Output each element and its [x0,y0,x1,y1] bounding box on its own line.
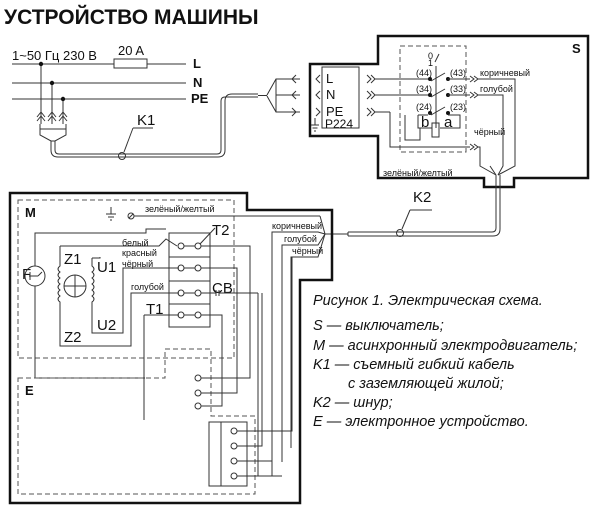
motor-block: M зелёный/желтый T2 T1 CB [17,199,320,476]
capacitor-label: CB [212,280,233,297]
contact-33: (33) [450,84,466,94]
switch-block: S L N PE P224 [308,34,590,189]
caption: Рисунок 1. Электрическая схема. S — выкл… [313,293,577,430]
caption-heading: Рисунок 1. Электрическая схема. [313,293,543,309]
legend-k2: K2 — шнур; [313,395,393,411]
switch-wire-blue: голубой [480,84,513,94]
ground-icon [311,118,319,132]
cable-k2: K2 [325,187,501,237]
coil-b: b [421,114,429,131]
fuse-rating: 20 A [118,43,144,58]
supply-lines: 1~50 Гц 230 В 20 A L N PE [12,43,209,142]
legend-k1: K1 — съемный гибкий кабель [313,357,515,373]
cable-k2-label: K2 [413,189,431,206]
terminal-t1: T1 [146,301,164,318]
cable-k2-marker [396,229,404,237]
k2-wire-brown: коричневый [272,221,322,231]
legend-m: M — асинхронный электродвигатель; [313,338,577,354]
contact-44: (44) [416,68,432,78]
motor-ground-wire: зелёный/желтый [145,204,215,214]
terminal-p224: P224 [325,117,353,131]
page-title: УСТРОЙСТВО МАШИНЫ [4,5,259,29]
winding-u2: U2 [97,317,116,334]
electronic-terminal-block [208,421,248,487]
line-pe: PE [191,91,209,106]
supply-spec: 1~50 Гц 230 В [12,48,97,63]
switch-mechanism-area [399,45,467,153]
legend-e: E — электронное устройство. [313,414,529,430]
contact-43: (43) [450,68,466,78]
thermal-protector-label: F [22,266,31,283]
motor-terminal-block [168,232,211,328]
terminal-screws [177,242,202,319]
fuse-symbol [113,58,148,69]
contact-23: (23) [450,102,466,112]
switch-label: S [572,41,581,56]
legend-s: S — выключатель; [313,318,444,334]
terminal-n: N [326,87,335,102]
line-l: L [193,56,201,71]
winding-u1: U1 [97,259,116,276]
winding-z1: Z1 [64,251,82,268]
cable-k1-marker [118,152,126,160]
switch-terminal-block [321,66,360,129]
contact-34: (34) [416,84,432,94]
terminal-pe: PE [326,104,344,119]
electronic-label: E [25,383,34,398]
legend-k1-cont: с заземляющей жилой; [348,376,504,392]
k2-wire-blue: голубой [284,234,317,244]
wire-red: красный [122,248,157,258]
electronic-block: E [17,257,293,495]
terminal-t2: T2 [212,222,230,239]
wire-black: чёрный [122,259,153,269]
ground-icon [106,207,116,221]
position-1: 1 [428,58,433,68]
position-0: 0 [428,51,433,61]
switch-ground-wire: зелёный/желтый [383,168,453,178]
winding-z2: Z2 [64,329,82,346]
k2-wire-black: чёрный [292,246,323,256]
line-n: N [193,75,202,90]
wire-blue: голубой [131,282,164,292]
switch-coil [431,122,440,138]
machine-housing [8,191,334,505]
cable-k1: K1 [50,74,300,160]
k2-internal-wires: коричневый голубой чёрный [271,215,326,476]
switch-wire-brown: коричневый [480,68,530,78]
cable-k1-label: K1 [137,112,155,129]
contact-24: (24) [416,102,432,112]
terminal-l: L [326,71,333,86]
wire-white: белый [122,238,149,248]
coil-a: a [444,114,453,131]
motor-label: M [25,205,36,220]
switch-wire-black: чёрный [474,127,505,137]
